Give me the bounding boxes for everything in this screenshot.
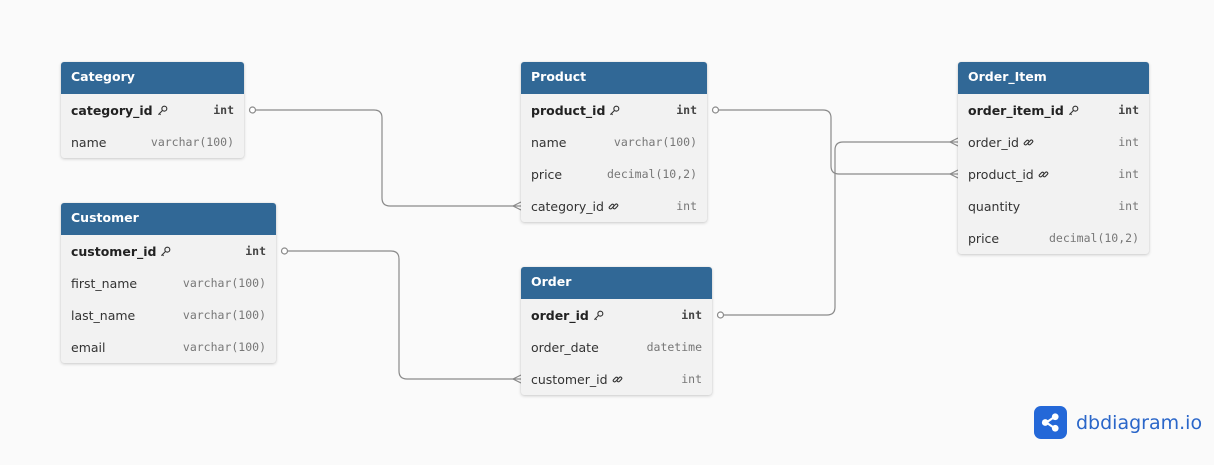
field-type: int [245, 244, 266, 258]
table-row[interactable]: category_id int [521, 190, 707, 222]
table-order[interactable]: Order order_id int order_date datetime c… [521, 267, 712, 395]
share-nodes-icon [1034, 406, 1067, 439]
field-name: price [968, 230, 1000, 246]
field-name: order_id [531, 307, 589, 323]
link-icon [1023, 137, 1034, 148]
field-type: int [1118, 103, 1139, 117]
field-type: int [676, 103, 697, 117]
table-row[interactable]: price decimal(10,2) [958, 222, 1149, 254]
table-row[interactable]: email varchar(100) [61, 331, 276, 363]
field-type: int [681, 308, 702, 322]
field-name: customer_id [71, 243, 157, 259]
field-name: product_id [531, 102, 606, 118]
field-name: name [531, 134, 567, 150]
field-type: int [1118, 135, 1139, 149]
relationship-line [250, 109, 515, 207]
table-row[interactable]: last_name varchar(100) [61, 299, 276, 331]
table-row[interactable]: customer_id int [61, 235, 276, 267]
field-name: email [71, 339, 106, 355]
field-type: decimal(10,2) [606, 167, 697, 181]
table-row[interactable]: order_item_id int [958, 94, 1149, 126]
field-type: int [213, 103, 234, 117]
field-type: int [681, 372, 702, 386]
table-header[interactable]: Category [61, 62, 244, 94]
table-row[interactable]: quantity int [958, 190, 1149, 222]
field-type: int [1118, 199, 1139, 213]
field-type: int [676, 199, 697, 213]
table-row[interactable]: price decimal(10,2) [521, 158, 707, 190]
field-type: int [1118, 167, 1139, 181]
table-row[interactable]: product_id int [958, 158, 1149, 190]
many-end-marker [512, 374, 522, 384]
table-header[interactable]: Product [521, 62, 707, 94]
link-icon [1038, 169, 1049, 180]
one-end-marker [280, 247, 289, 255]
link-icon [608, 201, 619, 212]
one-end-marker [248, 106, 257, 114]
key-icon [1068, 105, 1079, 116]
brand-name: dbdiagram.io [1076, 411, 1203, 434]
table-row[interactable]: first_name varchar(100) [61, 267, 276, 299]
table-row[interactable]: name varchar(100) [521, 126, 707, 158]
table-header[interactable]: Order_Item [958, 62, 1149, 94]
table-row[interactable]: customer_id int [521, 363, 712, 395]
key-icon [157, 105, 168, 116]
key-icon [593, 310, 604, 321]
table-row[interactable]: order_date datetime [521, 331, 712, 363]
one-end-marker [711, 106, 720, 114]
field-type: varchar(100) [182, 308, 266, 322]
field-name: category_id [71, 102, 153, 118]
relationship-line [282, 250, 515, 380]
field-name: product_id [968, 166, 1034, 182]
brand-logo[interactable]: dbdiagram.io [1034, 406, 1202, 439]
field-name: price [531, 166, 563, 182]
many-end-marker [949, 137, 959, 147]
key-icon [160, 246, 171, 257]
table-row[interactable]: category_id int [61, 94, 244, 126]
many-end-marker [512, 201, 522, 211]
relationship-line [718, 141, 952, 316]
field-name: category_id [531, 198, 604, 214]
field-name: order_date [531, 339, 599, 355]
field-name: last_name [71, 307, 136, 323]
table-category[interactable]: Category category_id int name varchar(10… [61, 62, 244, 158]
field-name: name [71, 134, 107, 150]
field-name: customer_id [531, 371, 608, 387]
key-icon [609, 105, 620, 116]
table-row[interactable]: order_id int [521, 299, 712, 331]
field-name: order_id [968, 134, 1019, 150]
link-icon [612, 374, 623, 385]
table-header[interactable]: Customer [61, 203, 276, 235]
relationship-line [713, 109, 952, 175]
many-end-marker [949, 169, 959, 179]
field-type: varchar(100) [182, 340, 266, 354]
table-row[interactable]: name varchar(100) [61, 126, 244, 158]
table-header[interactable]: Order [521, 267, 712, 299]
table-row[interactable]: order_id int [958, 126, 1149, 158]
field-name: quantity [968, 198, 1021, 214]
table-order-item[interactable]: Order_Item order_item_id int order_id in… [958, 62, 1149, 254]
table-product[interactable]: Product product_id int name varchar(100)… [521, 62, 707, 222]
field-type: decimal(10,2) [1048, 231, 1139, 245]
field-name: first_name [71, 275, 138, 291]
table-customer[interactable]: Customer customer_id int first_name varc… [61, 203, 276, 363]
field-name: order_item_id [968, 102, 1064, 118]
field-type: datetime [646, 340, 702, 354]
one-end-marker [716, 311, 725, 319]
field-type: varchar(100) [613, 135, 697, 149]
field-type: varchar(100) [182, 276, 266, 290]
field-type: varchar(100) [150, 135, 234, 149]
table-row[interactable]: product_id int [521, 94, 707, 126]
